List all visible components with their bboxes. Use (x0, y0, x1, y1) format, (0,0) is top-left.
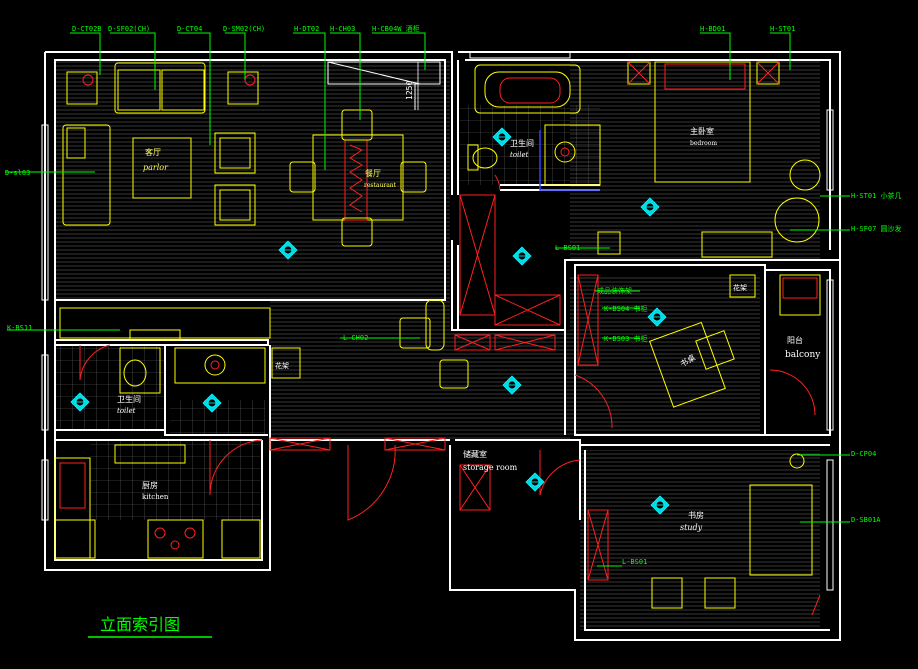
tag-top-6: H-CH03 (330, 25, 355, 33)
flowers-label-1: 花架 (275, 361, 289, 370)
room-balcony-en: balcony (785, 350, 821, 360)
door-swings (79, 174, 821, 616)
room-kitchen-en: kitchen (142, 493, 169, 501)
tag-left-2: K-BS11 (7, 324, 32, 332)
windows (41, 51, 834, 591)
tag-study-1: 成品装饰架 (597, 286, 632, 295)
tag-top-5: H-DT02 (294, 25, 319, 33)
room-toilet-cn: 卫生间 (117, 394, 141, 404)
tag-top-2: D-SF02(CH) (108, 25, 150, 33)
tag-mid-2: L-BS01 (555, 244, 580, 252)
kitchen-fixtures (54, 444, 261, 559)
wardrobes (269, 194, 609, 581)
tag-right-4: D-SB01A (851, 516, 881, 524)
room-labels: 客厅 parlor 餐厅 restaurant 卫生间 toilet 主卧室 b… (117, 126, 821, 532)
room-restaurant-cn: 餐厅 (365, 169, 381, 178)
bathroom-fixtures (119, 64, 601, 394)
tag-left-1: D-sl03 (5, 169, 30, 177)
tag-study-3: K-BS03 书柜 (604, 334, 648, 343)
tag-top-4: D-SM02(CH) (223, 25, 265, 33)
room-master-toilet-cn: 卫生间 (510, 138, 534, 148)
dimension-line: 1250 (405, 62, 419, 110)
floor-hatching (55, 60, 820, 630)
room-kitchen-cn: 厨房 (142, 480, 158, 490)
tag-right-3: D-CP04 (851, 450, 876, 458)
room-storage-cn: 储藏室 (463, 449, 487, 459)
bedroom-furniture (597, 61, 821, 316)
study-furniture (649, 321, 813, 609)
flowers-label-2: 花架 (733, 283, 747, 292)
walls (44, 51, 841, 641)
tag-top-8: H-BD01 (700, 25, 725, 33)
tag-study-4: L-BS01 (622, 558, 647, 566)
room-parlor-cn: 客厅 (145, 147, 161, 157)
room-master-toilet-en: toilet (510, 151, 529, 159)
dining-furniture (289, 61, 469, 389)
drawing-title: 立面索引图 (100, 615, 180, 634)
tag-study-2: K-BS04 书柜 (604, 304, 648, 313)
tag-top-3: D-CT04 (177, 25, 202, 33)
room-study-en: study (680, 523, 703, 532)
drawing-title-block: 立面索引图 (88, 615, 212, 638)
tag-top-9: H-ST01 (770, 25, 795, 33)
tag-mid-1: L-CH02 (343, 334, 368, 342)
room-bedroom-en: bedroom (690, 140, 717, 147)
tag-right-2: H-SF07 圆沙发 (851, 224, 902, 233)
tag-right-1: H-ST01 小茶几 (851, 191, 902, 200)
tag-top-1: D-CT02B (72, 25, 102, 33)
room-parlor-en: parlor (143, 163, 169, 172)
room-bedroom-cn: 主卧室 (690, 126, 714, 136)
living-furniture (59, 62, 271, 341)
room-toilet-en: toilet (117, 407, 136, 415)
dimension-text: 1250 (405, 81, 414, 100)
elevation-marker-corridor (512, 246, 532, 266)
leader-lines (5, 32, 850, 567)
top-tags: D-CT02B D-SF02(CH) D-CT04 D-SM02(CH) H-D… (72, 24, 795, 33)
room-storage-en: storage room (463, 463, 518, 472)
room-restaurant-en: restaurant (364, 182, 397, 189)
tag-top-7: H-CB04W 酒柜 (372, 24, 420, 33)
elevation-marker-storage (525, 472, 545, 492)
room-study-cn: 书房 (688, 510, 704, 520)
side-tags: D-sl03 K-BS11 L-CH02 L-BS01 成品装饰架 K-BS04… (5, 169, 902, 566)
room-balcony-cn: 阳台 (787, 335, 803, 345)
